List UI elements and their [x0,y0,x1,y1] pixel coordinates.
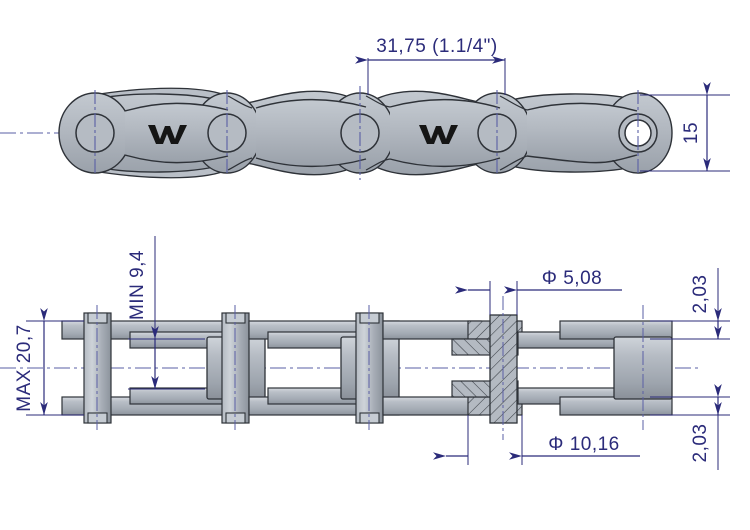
outer-plate-top-section-left [382,320,482,340]
plate-overlap-edge-3 [365,95,391,108]
plate-waist-3-bottom-edge [389,157,501,168]
top-view-chain: 31,75 (1.1/4") 15 [0,36,730,180]
plate-waist-1-bottom-edge [124,154,229,164]
pin-centermarks-top [94,86,639,180]
plate-waist-3 [390,99,500,167]
dimension-roller-diameter-group: Φ 10,16 [433,415,640,465]
brand-mark-w-1 [148,125,187,144]
plate-waist-2 [256,99,366,167]
dimension-pitch-group: 31,75 (1.1/4") [355,36,506,95]
outer-plate-top-right [559,320,673,340]
plate-overlap-edge-2 [227,157,253,171]
dimension-plate-height-label: 15 [681,122,702,144]
pin-centermarks-bottom [96,296,644,440]
outer-plate-bottom-section-left [382,396,482,416]
plate-overlap-edge-4 [365,158,391,171]
dimension-pin-diameter-group: Φ 5,08 [455,268,622,315]
plate-waist-2-bottom-edge [255,157,367,168]
outer-plate-bottom-right [559,396,673,416]
dimension-min-inner-width-group: MIN 9,4 [127,236,205,390]
dimension-plate-thickness-bottom-label: 2,03 [690,424,711,463]
brand-mark-w-2 [419,125,458,144]
dimension-max-width-label: MAX 20,7 [14,324,35,411]
dimension-min-inner-width-label: MIN 9,4 [127,250,148,320]
dimension-max-width-group: MAX 20,7 [14,308,84,416]
plate-waist-4 [527,103,637,163]
plate-overlap-edge-1 [227,95,253,109]
plate-waist-1-top-edge [124,102,229,112]
bottom-view-chain-section: MAX 20,7 MIN 9,4 Φ 5,08 [0,236,730,470]
dimension-plate-thickness-bottom-group: 2,03 [650,384,730,470]
plate-overlap-edge-6 [499,155,528,171]
plate-waist-4-bottom-edge [526,154,638,164]
plate-waist-2-top-edge [255,98,367,109]
dimension-plate-thickness-top-group: 2,03 [650,268,730,340]
dimension-roller-diameter-label: Φ 10,16 [548,434,619,455]
dimension-plate-thickness-top-label: 2,03 [690,275,711,314]
dimension-pin-diameter-label: Φ 5,08 [542,268,602,289]
dimension-plate-height-group: 15 [640,82,730,172]
plate-waist-1 [125,103,228,163]
plate-waist-3-top-edge [389,98,501,109]
plate-overlap-edge-5 [499,95,528,111]
plate-waist-4-top-edge [526,102,638,112]
dimension-pitch-label: 31,75 (1.1/4") [376,36,497,57]
